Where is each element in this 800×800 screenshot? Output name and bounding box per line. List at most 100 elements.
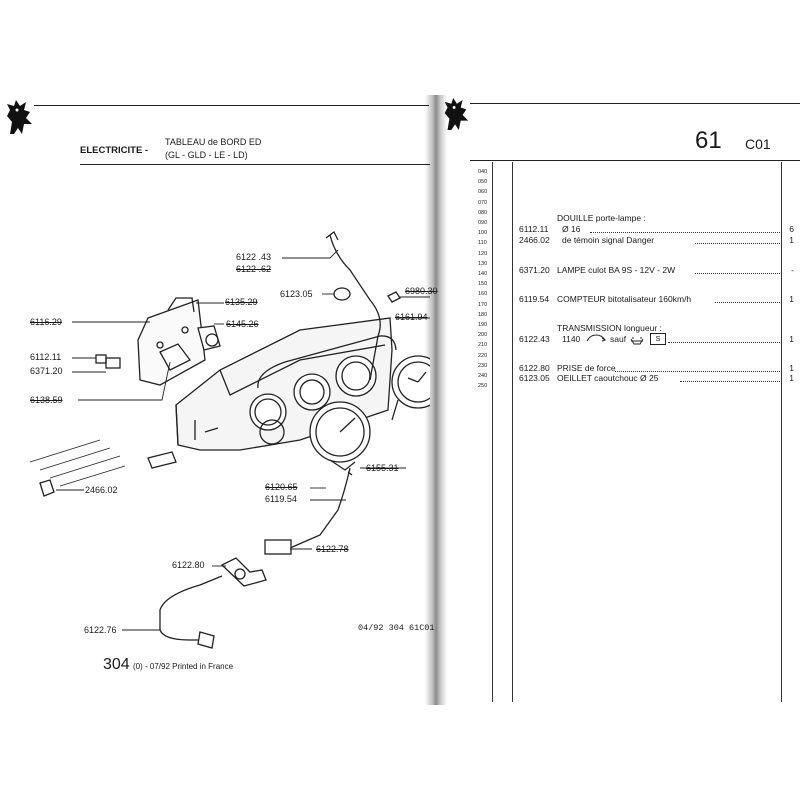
- lion-logo-right: [440, 96, 472, 134]
- year-code: 080: [478, 209, 488, 216]
- row-1-part: 6112.11: [519, 224, 549, 234]
- row-7-desc: OEILLET caoutchouc Ø 25: [557, 373, 659, 383]
- version-badge: S: [650, 333, 666, 345]
- label-6122-80: 6122.80: [172, 560, 205, 570]
- year-code: 240: [478, 373, 488, 379]
- row-4-desc: COMPTEUR bitotalisateur 160km/h: [557, 294, 692, 304]
- row-4-qty: 1: [789, 294, 794, 304]
- row-2-leader: [695, 243, 780, 244]
- row-5-qty: 1: [789, 334, 794, 344]
- row-2-qty: 1: [789, 235, 794, 245]
- label-6980-30: 6980.30: [405, 286, 438, 296]
- gauge-small-2: [293, 373, 331, 411]
- row-3-leader: [695, 273, 780, 274]
- page-code: C01: [745, 136, 771, 152]
- year-code: 200: [478, 332, 488, 339]
- label-6119-54: 6119.54: [265, 494, 297, 504]
- year-code: 110: [478, 240, 487, 247]
- year-code: 220: [478, 352, 488, 359]
- footer-print: (0) - 07/92 Printed in France: [133, 662, 234, 671]
- row-1-qty: 6: [789, 224, 794, 234]
- label-6122-76: 6122.76: [84, 625, 117, 635]
- label-6155-31: 6155.31: [366, 463, 399, 473]
- row-4-part: 6119.54: [519, 294, 550, 304]
- row-2-part: 2466.02: [519, 235, 550, 245]
- label-6161-94: 6161.94: [395, 312, 428, 322]
- label-6122-43: 6122 .43: [236, 252, 272, 262]
- speedo-cable-upper: [329, 234, 381, 381]
- year-code: 150: [478, 281, 488, 288]
- row-7-qty: 1: [789, 373, 794, 383]
- year-code: 170: [478, 301, 488, 308]
- year-code: 120: [478, 250, 488, 257]
- row-4-leader: [715, 302, 780, 303]
- year-code: 140: [478, 271, 488, 277]
- row-5-leader: [668, 342, 780, 343]
- top-rule-right: [470, 103, 800, 104]
- car-profile-icon: [586, 330, 607, 348]
- section-title: ELECTRICITE -: [80, 145, 149, 156]
- col-divider-1: [492, 162, 493, 702]
- row-6-part: 6122.80: [519, 363, 550, 373]
- dashboard-exploded-diagram: [29, 231, 430, 649]
- row-6-desc: PRISE de force: [557, 363, 616, 373]
- row-3-part: 6371.20: [519, 265, 550, 275]
- row-7-part: 6123.05: [519, 373, 550, 383]
- car-body-icon: [630, 333, 644, 351]
- year-code: 050: [478, 179, 488, 186]
- label-2466-02: 2466.02: [85, 485, 118, 495]
- label-6371-20: 6371.20: [30, 366, 63, 376]
- year-code: 190: [478, 322, 488, 328]
- book-spine: [425, 95, 447, 705]
- year-code: 160: [478, 291, 488, 298]
- row-1-desc: Ø 16: [562, 224, 581, 234]
- year-code: 070: [478, 199, 488, 206]
- speedo-cable-lower: [289, 467, 351, 549]
- speedo-cable-bottom: [159, 575, 223, 641]
- title-line-1: TABLEAU de BORD ED: [165, 137, 262, 147]
- year-code: 100: [478, 230, 488, 237]
- label-6120-65: 6120.65: [265, 482, 298, 492]
- row-1-leader: [590, 232, 780, 233]
- douille-header: DOUILLE porte-lampe :: [557, 213, 646, 223]
- year-code: 210: [478, 342, 488, 349]
- row-5-desc: 1140: [562, 334, 581, 344]
- page-number: 61: [695, 127, 722, 154]
- year-code: 250: [478, 383, 488, 390]
- title-rule-left: [80, 164, 430, 165]
- col-divider-2: [512, 162, 513, 702]
- year-code: 130: [478, 260, 488, 267]
- grommet: [333, 287, 351, 301]
- auxiliary-gauge: [391, 355, 430, 409]
- circuit-plate: [137, 299, 206, 386]
- top-rule-left: [34, 105, 429, 106]
- transmission-header: TRANSMISSION longueur :: [557, 323, 662, 333]
- title-rule-right: [470, 160, 800, 161]
- year-code: 040: [478, 169, 488, 175]
- footer-model: 304: [103, 656, 130, 673]
- label-6116-29: 6116.29: [30, 317, 62, 327]
- row-6-qty: 1: [789, 363, 794, 373]
- label-6123-05: 6123.05: [280, 289, 313, 299]
- row-7-leader: [680, 381, 780, 382]
- row-5-sauf: sauf: [610, 334, 627, 344]
- row-6-leader: [615, 371, 780, 372]
- label-6112-11: 6112.11: [30, 352, 62, 362]
- row-2-desc: de témoin signal Danger: [562, 235, 655, 245]
- label-6135-29: 6135.29: [225, 297, 258, 307]
- label-6122-78: 6122.78: [316, 544, 349, 554]
- label-6122-62: 6122 .62: [236, 264, 272, 274]
- label-6138-59: 6138.59: [30, 395, 63, 405]
- year-code: 180: [478, 311, 488, 318]
- row-5-part: 6122.43: [519, 334, 550, 344]
- year-code: 060: [478, 189, 488, 196]
- year-code: 090: [478, 220, 488, 226]
- reference-code: 04/92 304 61C01: [358, 623, 435, 633]
- col-divider-3: [781, 162, 782, 702]
- row-3-desc: LAMPE culot BA 9S - 12V - 2W: [557, 265, 676, 275]
- row-3-qty: -: [791, 265, 794, 275]
- title-line-2: (GL - GLD - LE - LD): [165, 150, 248, 160]
- label-6145-26: 6145.26: [226, 319, 259, 329]
- year-code: 230: [478, 362, 488, 369]
- lion-logo-left: [2, 98, 36, 138]
